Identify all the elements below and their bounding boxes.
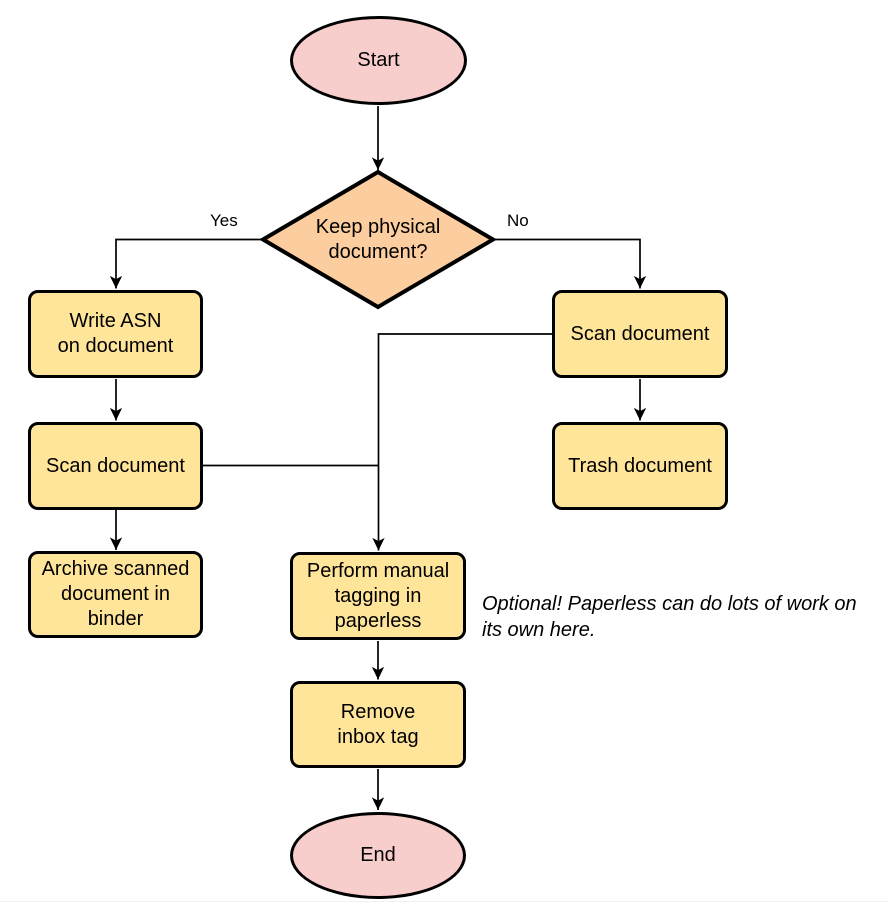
node-decision-label: Keep physical document? [315, 215, 441, 263]
edge-label-no: No [507, 211, 529, 230]
edge-scan-right-to-tagging [372, 333, 552, 551]
annotation-optional-note: Optional! Paperless can do lots of work … [482, 593, 857, 642]
node-scan-right: Scan document [552, 290, 728, 378]
node-scan-left: Scan document [28, 422, 203, 510]
node-start: Start [290, 16, 467, 105]
node-write-asn: Write ASN on document [28, 290, 203, 378]
edge-decision-yes-to-write-asn [109, 238, 263, 289]
node-trash: Trash document [552, 422, 728, 510]
edge-label-yes: Yes [210, 211, 238, 230]
node-tagging: Perform manual tagging in paperless [290, 552, 466, 640]
bottom-divider-line [0, 901, 888, 902]
edge-decision-no-to-scan-right [493, 238, 647, 289]
decision-diamond-shape [259, 169, 497, 310]
node-archive: Archive scanned document in binder [28, 551, 203, 638]
node-end: End [290, 812, 466, 899]
node-remove-inbox: Remove inbox tag [290, 681, 466, 768]
